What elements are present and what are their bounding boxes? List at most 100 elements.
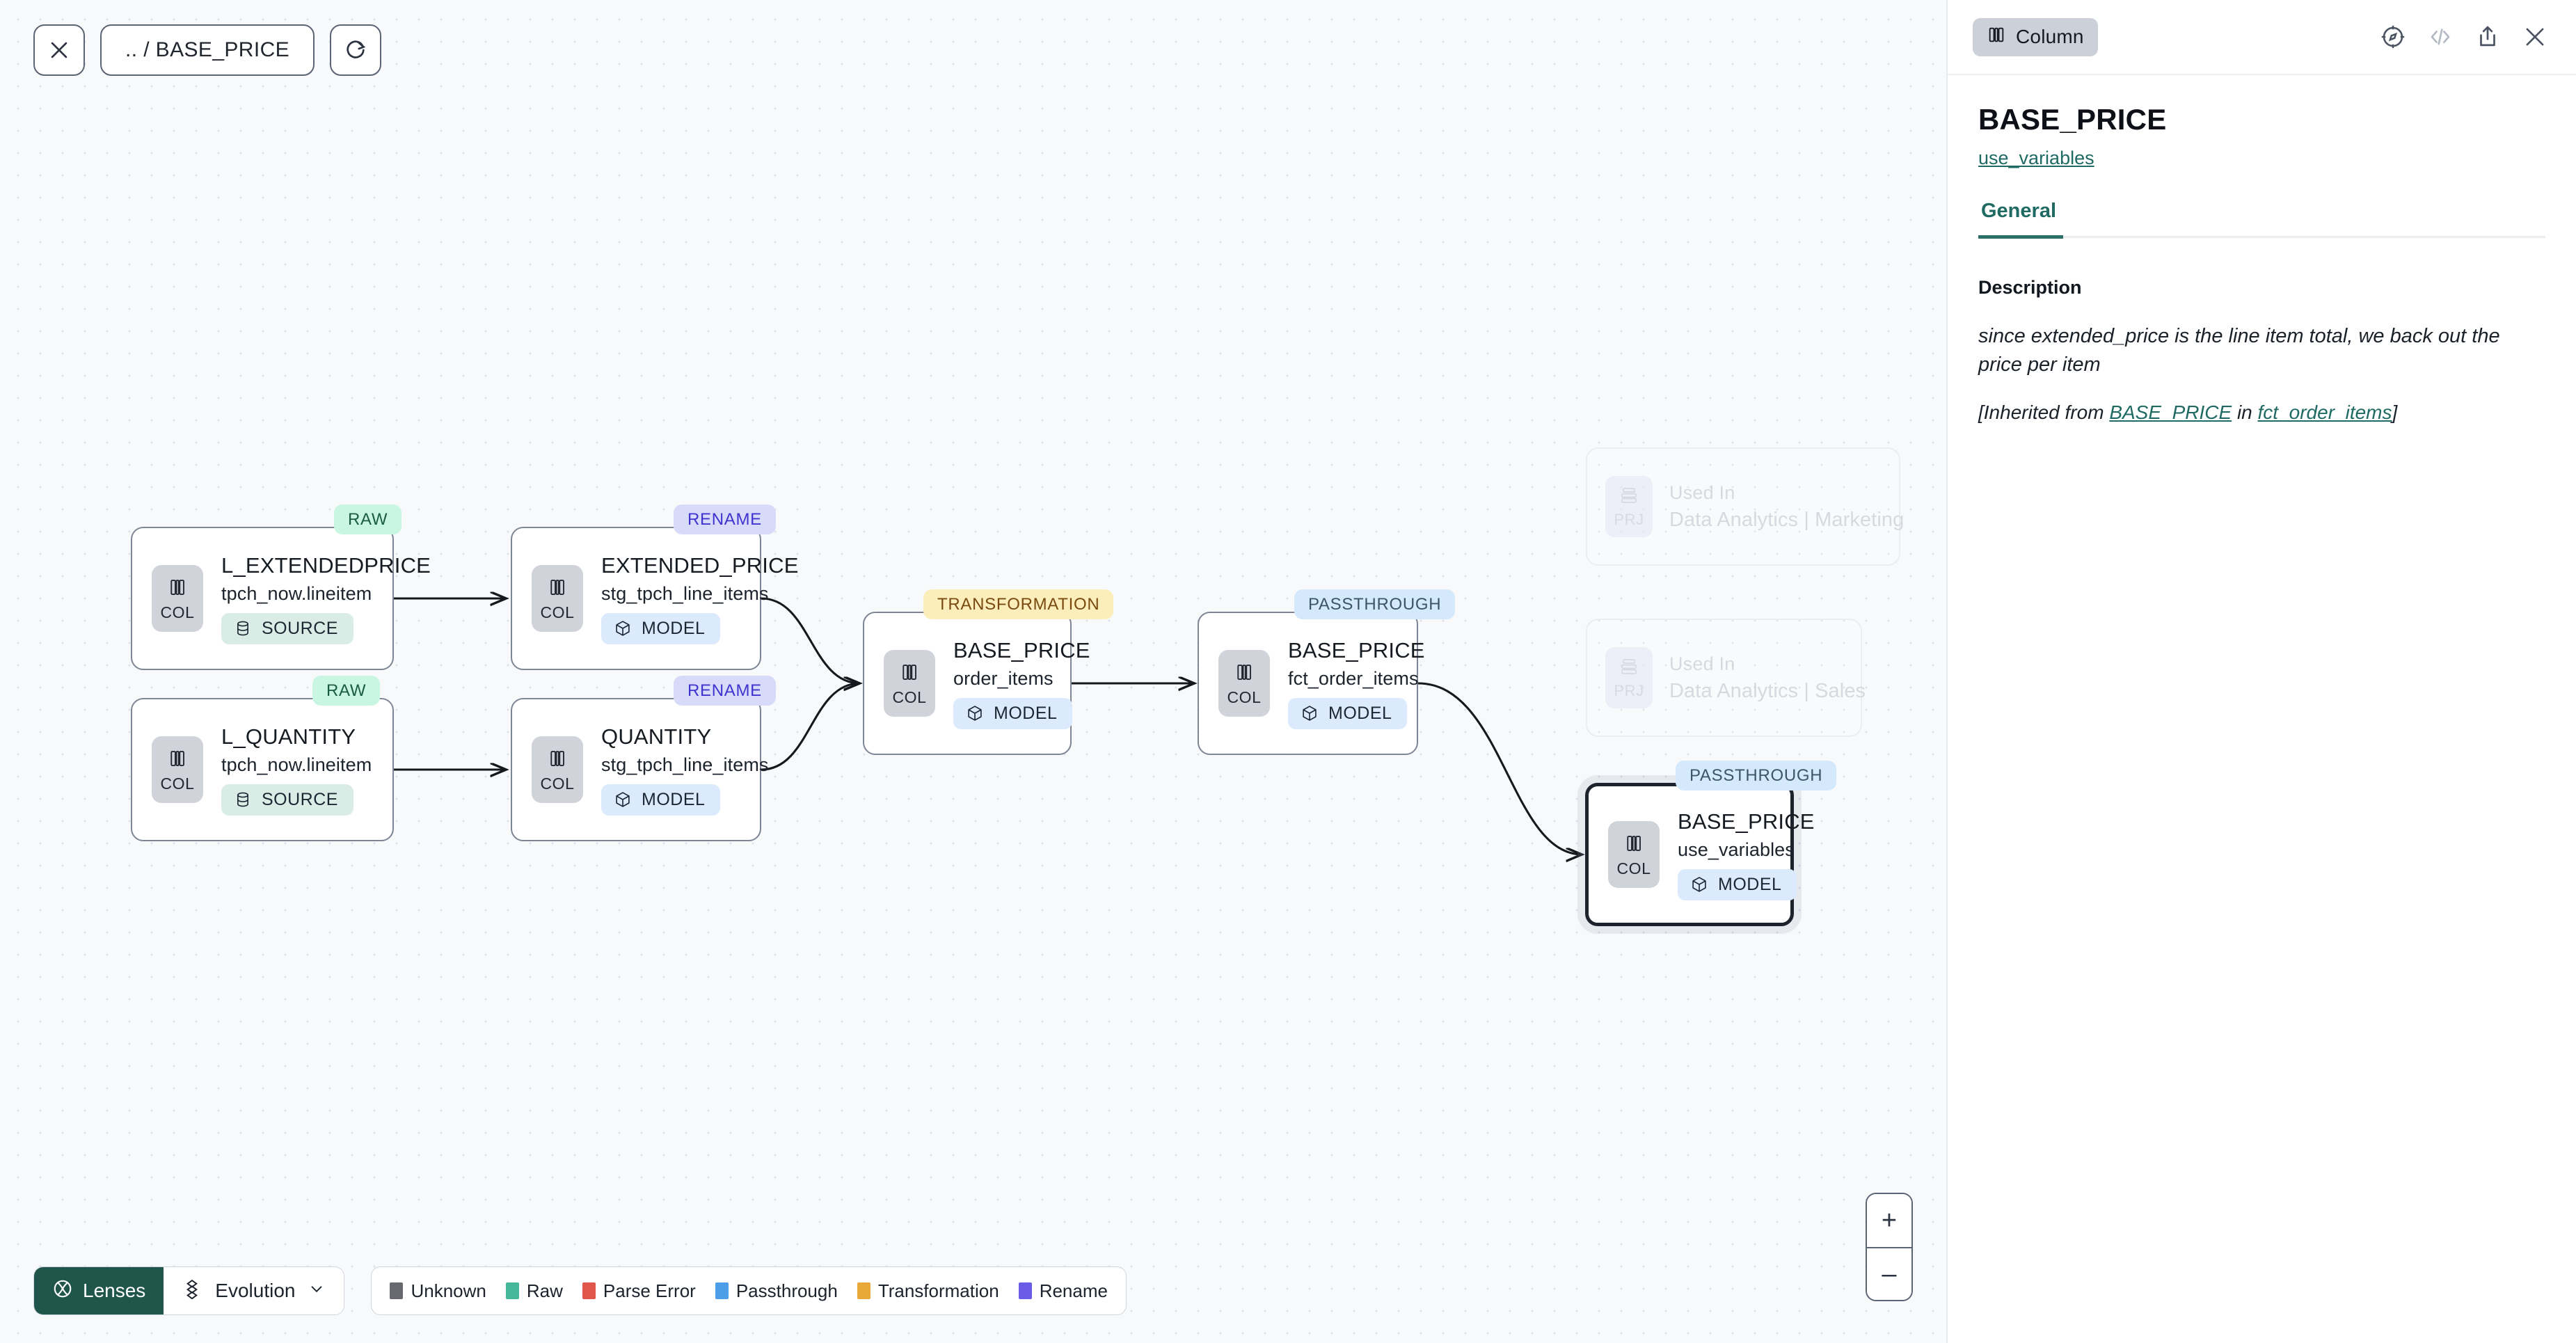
details-panel-actions bbox=[2380, 24, 2548, 50]
inherited-suffix: ] bbox=[2392, 402, 2398, 424]
legend-item[interactable]: Raw bbox=[505, 1280, 563, 1302]
column-badge: COL bbox=[532, 736, 583, 803]
entity-type-chip: Column bbox=[1973, 17, 2098, 56]
node-type-pill: MODEL bbox=[953, 697, 1073, 729]
legend-swatch bbox=[857, 1282, 870, 1299]
description-label: Description bbox=[1978, 277, 2082, 298]
legend-swatch bbox=[715, 1282, 729, 1299]
lineage-legend: Unknown Raw Parse Error Passthrough Transfor… bbox=[371, 1266, 1127, 1315]
breadcrumb[interactable]: .. / BASE_PRICE bbox=[100, 24, 315, 76]
refresh-icon bbox=[344, 38, 367, 62]
bottom-bar: Lenses Evolution bbox=[33, 1266, 1127, 1315]
legend-item[interactable]: Passthrough bbox=[715, 1280, 838, 1302]
details-panel: Column bbox=[1946, 0, 2576, 1343]
legend-item[interactable]: Unknown bbox=[390, 1280, 486, 1302]
project-badge: PRJ bbox=[1605, 647, 1653, 708]
column-badge: COL bbox=[532, 565, 583, 632]
used-in-project: Data Analytics | Sales bbox=[1669, 679, 1866, 702]
zoom-controls: + – bbox=[1866, 1193, 1913, 1301]
node-subtitle: order_items bbox=[953, 667, 1054, 689]
node-type-label: SOURCE bbox=[262, 618, 338, 638]
node-kind-badge: PASSTHROUGH bbox=[1676, 761, 1837, 791]
node-type-label: MODEL bbox=[1718, 874, 1782, 894]
legend-item[interactable]: Transformation bbox=[857, 1280, 999, 1302]
node-subtitle: fct_order_items bbox=[1288, 667, 1419, 689]
column-icon bbox=[1234, 662, 1255, 686]
inherited-middle: in bbox=[2232, 402, 2258, 424]
chevron-down-icon bbox=[308, 1280, 326, 1303]
edge-qty-to-baseprice bbox=[761, 683, 860, 771]
description-body: since extended_price is the line item to… bbox=[1978, 325, 2500, 376]
code-icon[interactable] bbox=[2427, 24, 2454, 50]
node-kind-badge: RAW bbox=[334, 504, 402, 535]
inherited-column-link[interactable]: BASE_PRICE bbox=[2109, 402, 2232, 424]
project-badge: PRJ bbox=[1605, 476, 1653, 537]
canvas-toolbar: .. / BASE_PRICE bbox=[33, 24, 382, 76]
legend-swatch bbox=[505, 1282, 519, 1299]
cube-icon bbox=[1690, 875, 1708, 893]
details-panel-header: Column bbox=[1948, 0, 2576, 75]
column-icon bbox=[1623, 833, 1644, 857]
column-icon bbox=[547, 748, 568, 772]
cube-icon bbox=[966, 704, 984, 722]
used-in-project: Data Analytics | Marketing bbox=[1669, 508, 1905, 531]
node-type-pill: MODEL bbox=[1678, 868, 1797, 900]
evolution-icon bbox=[182, 1278, 202, 1304]
legend-label: Rename bbox=[1039, 1280, 1108, 1301]
legend-swatch bbox=[390, 1282, 404, 1299]
parent-model-link[interactable]: use_variables bbox=[1978, 148, 2094, 168]
legend-item[interactable]: Parse Error bbox=[582, 1280, 696, 1302]
compass-icon[interactable] bbox=[2380, 24, 2406, 50]
details-panel-body: BASE_PRICE use_variables General Descrip… bbox=[1948, 75, 2576, 424]
column-badge-label: COL bbox=[540, 774, 575, 793]
column-badge-label: COL bbox=[540, 603, 575, 621]
share-icon[interactable] bbox=[2474, 24, 2501, 50]
node-type-pill: MODEL bbox=[1288, 697, 1408, 729]
node-type-pill: MODEL bbox=[601, 784, 721, 816]
zoom-out-button[interactable]: – bbox=[1867, 1247, 1911, 1300]
node-kind-badge: RENAME bbox=[674, 504, 776, 535]
tab-general[interactable]: General bbox=[1978, 200, 2063, 239]
close-button[interactable] bbox=[33, 24, 85, 76]
node-subtitle: stg_tpch_line_items bbox=[601, 754, 769, 775]
column-badge-label: COL bbox=[160, 774, 195, 793]
column-icon bbox=[899, 662, 920, 686]
column-badge-label: COL bbox=[160, 603, 195, 621]
legend-label: Unknown bbox=[411, 1280, 486, 1301]
column-icon bbox=[547, 577, 568, 601]
legend-label: Parse Error bbox=[603, 1280, 696, 1301]
close-panel-icon[interactable] bbox=[2522, 24, 2548, 50]
lenses-label: Lenses bbox=[83, 1280, 146, 1301]
lenses-button[interactable]: Lenses bbox=[34, 1267, 164, 1314]
details-tabs: General bbox=[1978, 200, 2545, 239]
column-badge-label: COL bbox=[1616, 859, 1651, 877]
node-title: L_EXTENDEDPRICE bbox=[221, 553, 431, 578]
cube-icon bbox=[614, 790, 632, 809]
node-subtitle: use_variables bbox=[1678, 839, 1795, 860]
legend-swatch bbox=[1018, 1282, 1032, 1299]
node-title: BASE_PRICE bbox=[953, 637, 1090, 662]
description-section: Description since extended_price is the … bbox=[1978, 277, 2545, 424]
evolution-label: Evolution bbox=[215, 1280, 296, 1301]
project-icon bbox=[1619, 656, 1639, 681]
node-title: QUANTITY bbox=[601, 724, 712, 749]
refresh-button[interactable] bbox=[330, 24, 382, 76]
legend-item[interactable]: Rename bbox=[1018, 1280, 1108, 1302]
zoom-in-button[interactable]: + bbox=[1867, 1194, 1911, 1247]
evolution-select[interactable]: Evolution bbox=[164, 1267, 344, 1314]
database-icon bbox=[234, 790, 252, 809]
column-icon bbox=[167, 748, 188, 772]
column-badge: COL bbox=[152, 736, 203, 803]
inherited-model-link[interactable]: fct_order_items bbox=[2257, 402, 2392, 424]
